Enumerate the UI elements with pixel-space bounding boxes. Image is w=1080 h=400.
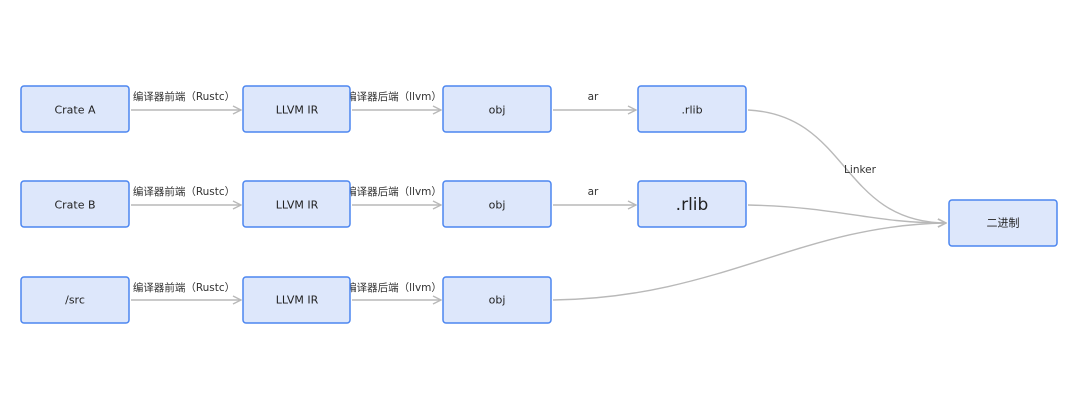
node-obj-2[interactable]: obj (442, 180, 552, 228)
node-src[interactable]: /src (20, 276, 130, 324)
node-label-binary: 二进制 (987, 217, 1020, 230)
edge-label-backend-1: 编译器后端（llvm） (346, 90, 442, 103)
node-binary[interactable]: 二进制 (948, 199, 1058, 247)
node-label-llvm-ir-3: LLVM IR (276, 294, 319, 307)
edge-label-backend-3: 编译器后端（llvm） (346, 281, 442, 294)
node-llvm-ir-2[interactable]: LLVM IR (242, 180, 351, 228)
node-label-llvm-ir-1: LLVM IR (276, 104, 319, 117)
node-obj-3[interactable]: obj (442, 276, 552, 324)
node-obj-1[interactable]: obj (442, 85, 552, 133)
node-llvm-ir-3[interactable]: LLVM IR (242, 276, 351, 324)
node-label-obj-3: obj (489, 294, 506, 307)
edge-obj-3-to-binary (552, 223, 946, 301)
edge-rlib-2-to-binary (747, 204, 946, 223)
node-label-rlib-1: .rlib (681, 104, 702, 117)
node-label-crate-b: Crate B (54, 199, 95, 212)
node-rlib-2[interactable]: .rlib (637, 180, 747, 228)
edge-label-linker: Linker (844, 164, 877, 176)
node-label-obj-1: obj (489, 104, 506, 117)
node-label-llvm-ir-2: LLVM IR (276, 199, 319, 212)
edge-rlib-1-to-binary (747, 109, 946, 223)
edge-label-backend-2: 编译器后端（llvm） (346, 185, 442, 198)
node-label-crate-a: Crate A (54, 104, 96, 117)
edge-label-ar-2: ar (588, 186, 599, 198)
node-crate-b[interactable]: Crate B (20, 180, 130, 228)
node-label-obj-2: obj (489, 199, 506, 212)
node-rlib-1[interactable]: .rlib (637, 85, 747, 133)
node-crate-a[interactable]: Crate A (20, 85, 130, 133)
edge-label-frontend-3: 编译器前端（Rustc） (133, 281, 235, 294)
node-label-rlib-2: .rlib (676, 195, 709, 215)
node-llvm-ir-1[interactable]: LLVM IR (242, 85, 351, 133)
edge-label-frontend-1: 编译器前端（Rustc） (133, 90, 235, 103)
edge-label-ar-1: ar (588, 91, 599, 103)
node-label-src: /src (65, 294, 85, 307)
edge-label-frontend-2: 编译器前端（Rustc） (133, 185, 235, 198)
